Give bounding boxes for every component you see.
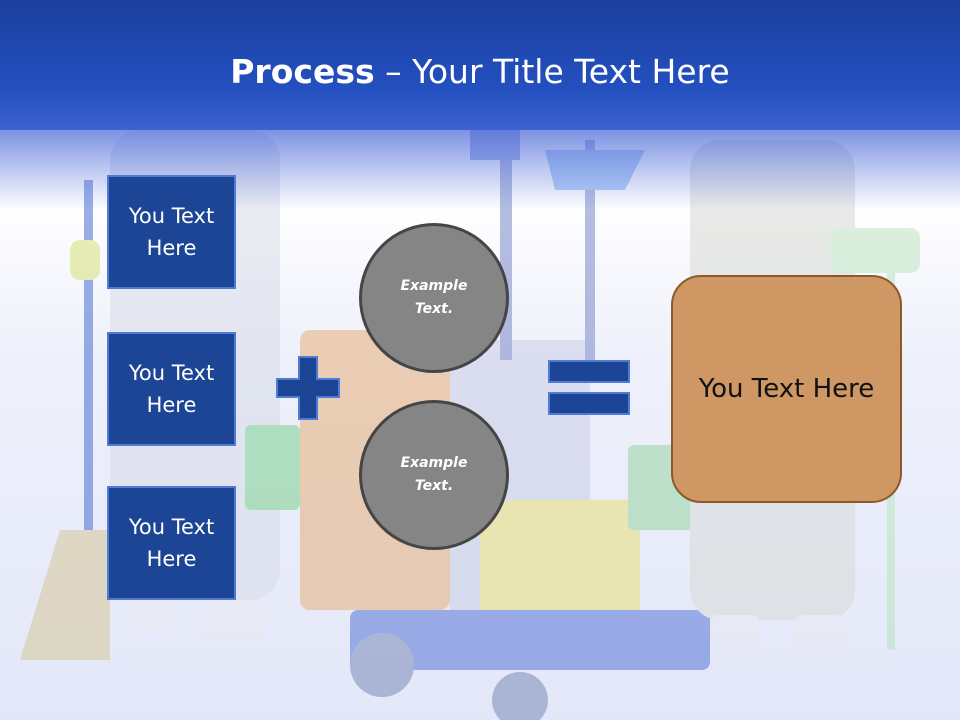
example-circle-1: Example Text. [359, 223, 509, 373]
equals-icon [548, 360, 630, 415]
example-circle-2: Example Text. [359, 400, 509, 550]
title-rest: – Your Title Text Here [374, 52, 730, 91]
left-box-1: You Text Here [107, 175, 236, 289]
left-box-2: You Text Here [107, 332, 236, 446]
left-box-3: You Text Here [107, 486, 236, 600]
plus-icon [276, 356, 340, 420]
page-title: Process – Your Title Text Here [0, 52, 960, 91]
result-box: You Text Here [671, 275, 902, 503]
title-bar [0, 0, 960, 130]
title-bold: Process [230, 52, 375, 91]
